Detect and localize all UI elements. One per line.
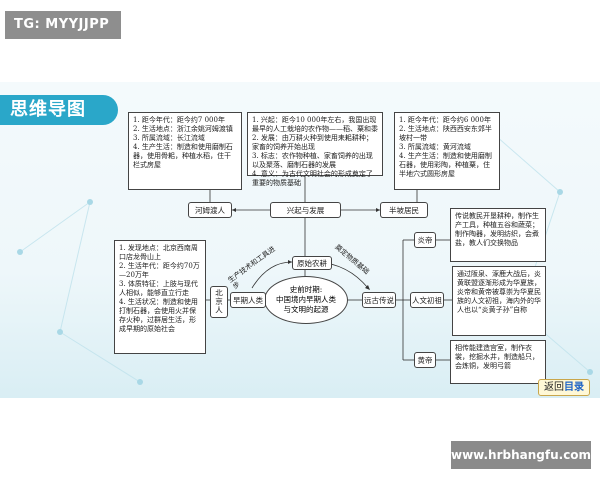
legends-node: 远古传说 — [362, 292, 396, 308]
slide: 思维导图 — [0, 82, 600, 398]
agriculture-node: 原始农耕 — [292, 256, 332, 270]
slide-title: 思维导图 — [0, 95, 118, 125]
banpo-info-box: 1. 距今年代：距今约6 000年 2. 生活地点：陕西西安东郊半坡村一带 3.… — [394, 112, 500, 190]
site-tag: TG: MYYJJPP — [5, 11, 121, 39]
back-prefix: 返回 — [544, 382, 564, 393]
back-to-contents-button[interactable]: 返回目录 — [538, 379, 590, 396]
rise-info-box: 1. 兴起：距今10 000年左右，我国出现最早的人工栽培的农作物——稻、粟和黍… — [247, 112, 383, 187]
center-topic: 史前时期: 中国境内早期人类 与文明的起源 — [264, 276, 348, 324]
ancestors-info-box: 通过阪泉、涿鹿大战后，炎黄联盟逐渐形成为华夏族，炎帝和黄帝被尊崇为华夏民族的人文… — [452, 266, 546, 336]
early-humans-node: 早期人类 — [230, 292, 266, 308]
hemudu-node: 河姆渡人 — [188, 202, 232, 218]
peking-man-info-box: 1. 发现地点：北京西南周口店龙骨山上 2. 生活年代：距今约70万—20万年 … — [114, 240, 206, 354]
peking-man-node: 北京人 — [210, 286, 228, 318]
hemudu-info-box: 1. 距今年代：距今约7 000年 2. 生活地点：浙江余姚河姆渡镇 3. 所属… — [128, 112, 242, 190]
cultural-ancestors-node: 人文初祖 — [410, 292, 444, 308]
huangdi-info-box: 相传能建造宫室，制作衣裳，挖掘水井，制造船只，会炼铜，发明弓箭 — [450, 340, 546, 384]
yandi-node: 炎帝 — [414, 232, 436, 248]
huangdi-node: 黄帝 — [414, 352, 436, 368]
watermark: www.hrbhangfu.com — [451, 441, 591, 469]
banpo-node: 半坡居民 — [380, 202, 428, 218]
back-label: 目录 — [564, 382, 584, 393]
yandi-info-box: 传说教民开垦耕种，制作生产工具，种植五谷和蔬菜；制作陶器，发明纺织，会煮盐，教人… — [450, 208, 546, 262]
rise-development-node: 兴起与发展 — [270, 202, 341, 218]
